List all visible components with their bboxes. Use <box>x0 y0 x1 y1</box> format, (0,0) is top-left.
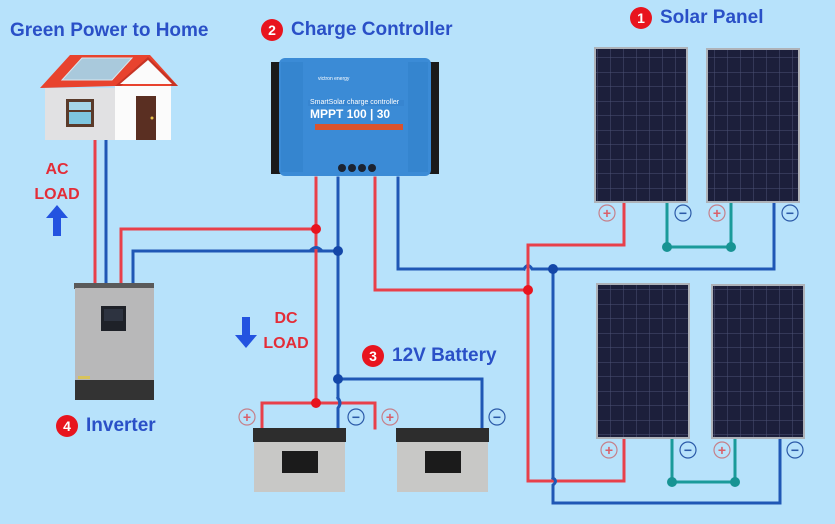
terminal-positive-icon: + <box>381 408 399 426</box>
controller-pv-positive <box>373 176 530 292</box>
junction-dot <box>667 477 677 487</box>
ac-load-label: AC LOAD <box>28 157 86 207</box>
house-icon <box>40 55 178 140</box>
svg-text:−: − <box>791 442 799 458</box>
terminal-positive-icon: + <box>598 204 616 222</box>
battery-device-1 <box>253 428 346 492</box>
pv-positive-bus-top <box>526 201 626 292</box>
svg-text:+: + <box>386 409 394 425</box>
battery-negative-link <box>336 377 484 430</box>
junction-dot <box>662 242 672 252</box>
junction-dot <box>548 264 558 274</box>
svg-text:+: + <box>718 442 726 458</box>
junction-dot <box>311 398 321 408</box>
step-badge-4: 4 <box>56 415 78 437</box>
terminal-negative-icon: − <box>674 204 692 222</box>
svg-text:−: − <box>786 205 794 221</box>
battery-title-text: 12V Battery <box>392 345 497 366</box>
inverter-dc-negative-wire <box>131 249 340 285</box>
svg-text:−: − <box>684 442 692 458</box>
inverter-title-text: Inverter <box>86 415 156 436</box>
series-link-top <box>665 201 733 249</box>
terminal-positive-icon: + <box>713 441 731 459</box>
junction-dot <box>311 224 321 234</box>
terminal-negative-icon: − <box>781 204 799 222</box>
controller-model: MPPT 100 | 30 <box>310 107 390 121</box>
ac-load-line1: AC <box>45 161 69 178</box>
terminal-negative-icon: − <box>488 408 506 426</box>
home-title: Green Power to Home <box>10 20 209 42</box>
charge-controller-title: 2 Charge Controller <box>261 19 453 41</box>
dc-load-label: DC LOAD <box>258 306 314 356</box>
solar-panel-4 <box>711 284 805 439</box>
junction-dot <box>523 285 533 295</box>
dc-load-line2: LOAD <box>263 335 309 352</box>
series-link-bottom <box>670 436 737 484</box>
svg-text:+: + <box>243 409 251 425</box>
step-badge-3: 3 <box>362 345 384 367</box>
pv-negative-crossover <box>521 201 776 272</box>
dc-load-line1: DC <box>274 310 298 327</box>
step-badge-1: 1 <box>630 7 652 29</box>
inverter-device <box>74 283 154 400</box>
battery-device-2 <box>396 428 489 492</box>
svg-text:+: + <box>713 205 721 221</box>
controller-brand: victron energy <box>318 76 350 82</box>
terminal-negative-icon: − <box>347 408 365 426</box>
junction-dot <box>333 374 343 384</box>
terminal-positive-icon: + <box>708 204 726 222</box>
junction-dot <box>730 477 740 487</box>
wire-crossover <box>308 246 324 253</box>
solar-panel-title-text: Solar Panel <box>660 7 764 28</box>
ac-load-line2: LOAD <box>34 186 80 203</box>
inverter-dc-positive-wire <box>119 227 318 285</box>
terminal-positive-icon: + <box>600 441 618 459</box>
terminal-negative-icon: − <box>679 441 697 459</box>
svg-text:+: + <box>605 442 613 458</box>
pv-positive-bus-bottom <box>526 288 626 483</box>
controller-series: SmartSolar charge controller <box>310 99 400 106</box>
solar-panel-title: 1 Solar Panel <box>630 7 764 29</box>
svg-text:−: − <box>352 409 360 425</box>
pv-negative-crossover-bottom <box>550 436 782 505</box>
home-title-text: Green Power to Home <box>10 20 209 41</box>
svg-text:−: − <box>493 409 501 425</box>
ac-load-arrow-up-icon <box>46 205 68 236</box>
junction-dot <box>333 246 343 256</box>
controller-pv-negative <box>396 176 526 271</box>
solar-panel-3 <box>596 283 690 439</box>
terminal-positive-icon: + <box>238 408 256 426</box>
svg-text:−: − <box>679 205 687 221</box>
battery-negative-lead <box>335 395 342 430</box>
dc-load-arrow-down-icon <box>235 317 257 348</box>
terminal-negative-icon: − <box>786 441 804 459</box>
inverter-title: 4 Inverter <box>56 415 156 437</box>
step-badge-2: 2 <box>261 19 283 41</box>
charge-controller-title-text: Charge Controller <box>291 19 453 40</box>
solar-panel-2 <box>706 48 800 203</box>
battery-title: 3 12V Battery <box>362 345 497 367</box>
junction-dot <box>726 242 736 252</box>
solar-panel-1 <box>594 47 688 203</box>
charge-controller-device <box>271 58 439 176</box>
svg-text:+: + <box>603 205 611 221</box>
